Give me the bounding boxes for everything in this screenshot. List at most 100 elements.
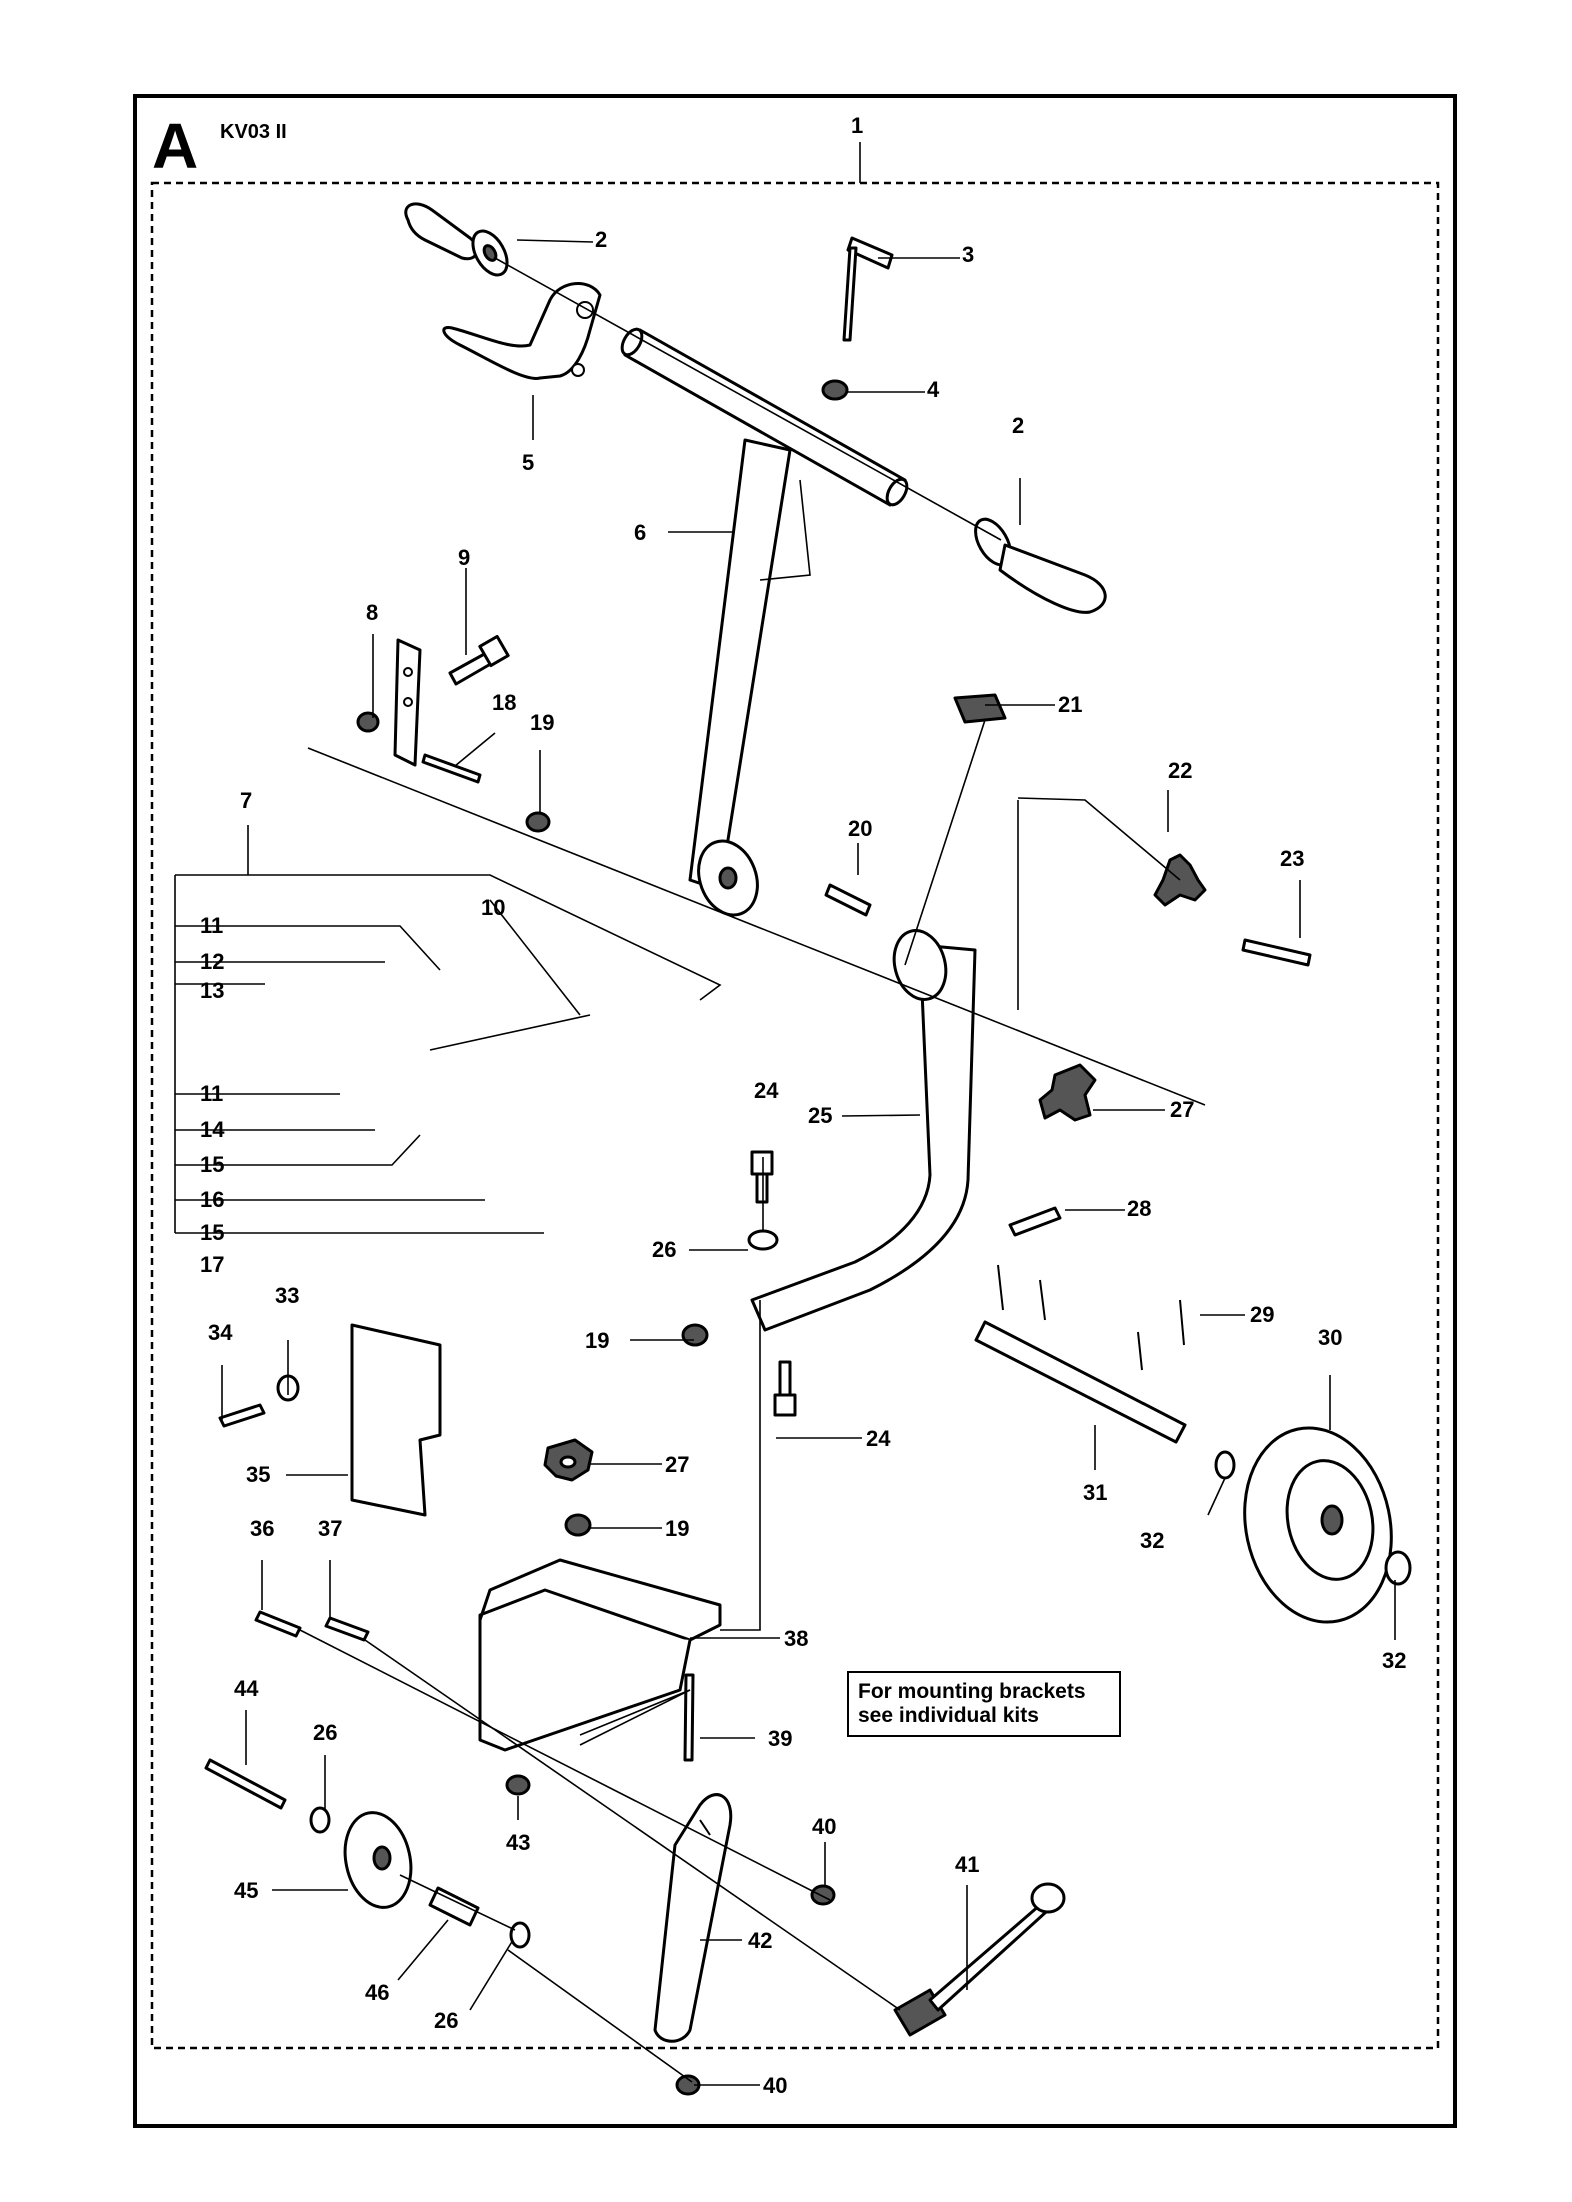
arm-42-part: [653, 1793, 733, 2043]
callout-2-left: 2: [595, 227, 607, 252]
nut-19-upper-part: [525, 811, 551, 833]
callout-26-top: 26: [652, 1237, 676, 1262]
callout-26-left: 26: [313, 1720, 337, 1745]
callout-46: 46: [365, 1980, 389, 2005]
callout-15-bottom: 15: [200, 1220, 224, 1245]
callout-21: 21: [1058, 692, 1082, 717]
nut-19-lower-part: [564, 1513, 592, 1537]
wheel-30-part: [1243, 1426, 1393, 1624]
callout-9: 9: [458, 545, 470, 570]
callout-25: 25: [808, 1103, 832, 1128]
callout-37: 37: [318, 1516, 342, 1541]
washer-26-left-part: [309, 1806, 331, 1834]
callout-labels: 1 2 3 4 2 5 6 9 8 18 19 21 22 7 20 23 10…: [200, 113, 1406, 2098]
bolt-34-part: [218, 1403, 266, 1428]
wheel-45-part: [343, 1811, 413, 1909]
callout-32-outer: 32: [1382, 1648, 1406, 1673]
callout-23: 23: [1280, 846, 1304, 871]
callout-10: 10: [481, 895, 505, 920]
callout-19-mid: 19: [585, 1328, 609, 1353]
callout-8: 8: [366, 600, 378, 625]
callout-18: 18: [492, 690, 516, 715]
spacer-46-part: [428, 1886, 480, 1927]
spring-20-part: [824, 883, 872, 917]
callout-20: 20: [848, 816, 872, 841]
knob-27-right-part: [1038, 1063, 1097, 1122]
callout-4: 4: [927, 377, 940, 402]
t-pin-part: [821, 236, 894, 401]
t-handle-tube-part: [620, 327, 909, 507]
callout-40-lower: 40: [763, 2073, 787, 2098]
callout-17: 17: [200, 1252, 224, 1277]
callout-36: 36: [250, 1516, 274, 1541]
callout-30: 30: [1318, 1325, 1342, 1350]
washer-32-inner-part: [1214, 1450, 1236, 1480]
callout-24-top: 24: [754, 1078, 779, 1103]
bracket-plate-part: [393, 638, 422, 767]
callout-27-right: 27: [1170, 1097, 1194, 1122]
callout-43: 43: [506, 1830, 530, 1855]
nut-19-mid-part: [681, 1323, 709, 1347]
callout-12: 12: [200, 949, 224, 974]
fork-bracket-part: [750, 929, 977, 1332]
callout-31: 31: [1083, 1480, 1107, 1505]
callout-16: 16: [200, 1187, 224, 1212]
callout-34: 34: [208, 1320, 233, 1345]
leader-lines: [174, 239, 1396, 2086]
washer-32-outer-part: [1384, 1550, 1412, 1586]
bolt-9-part: [448, 634, 510, 686]
nut-40-upper-part: [810, 1884, 836, 1906]
cotter-pins-29-part: [997, 1264, 1185, 1371]
callout-7: 7: [240, 788, 252, 813]
callout-2-right: 2: [1012, 413, 1024, 438]
callout-1: 1: [851, 113, 863, 138]
callout-3: 3: [962, 242, 974, 267]
callout-11-bottom: 11: [200, 1081, 223, 1106]
callout-33: 33: [275, 1283, 299, 1308]
axle-31-part: [974, 1320, 1187, 1444]
upper-handle-bar-part: [688, 438, 792, 917]
callout-15-top: 15: [200, 1152, 224, 1177]
knob-27-lower-part: [543, 1438, 594, 1482]
bolt-23-part: [1241, 938, 1312, 967]
callout-35: 35: [246, 1462, 270, 1487]
right-grip-part: [974, 517, 1107, 614]
callout-27-lower: 27: [665, 1452, 689, 1477]
bolt-36-part: [254, 1610, 302, 1638]
callout-6: 6: [634, 520, 646, 545]
section-letter: A: [152, 110, 198, 182]
callout-11-top: 11: [200, 913, 223, 938]
callout-45: 45: [234, 1878, 258, 1903]
callout-5: 5: [522, 450, 534, 475]
bolt-44-part: [204, 1758, 287, 1810]
bolt-37-part: [324, 1616, 370, 1642]
callout-22: 22: [1168, 758, 1192, 783]
bolt-28-part: [1008, 1206, 1062, 1237]
bolt-24-lower-part: [773, 1360, 797, 1417]
washer-26-upper-part: [747, 1229, 779, 1251]
callout-26-bottom: 26: [434, 2008, 458, 2033]
base-plate-38-part: [478, 1558, 722, 1752]
callout-29: 29: [1250, 1302, 1274, 1327]
washer-26-lower-part: [509, 1921, 531, 1949]
callout-32-inner: 32: [1140, 1528, 1164, 1553]
callout-40-upper: 40: [812, 1814, 836, 1839]
cap-21-part: [953, 693, 1007, 724]
callout-28: 28: [1127, 1196, 1151, 1221]
nut-8-part: [356, 711, 380, 733]
bolt-24-upper-part: [750, 1150, 774, 1204]
mounting-note-box: For mounting brackets see individual kit…: [847, 1671, 1121, 1737]
callout-14: 14: [200, 1117, 225, 1142]
threaded-rod-18-part: [421, 753, 482, 784]
bolt-39-part: [683, 1673, 695, 1762]
assembly-boundary: [150, 181, 1440, 2050]
lever-41-part: [893, 1882, 1066, 2037]
callout-24-bottom: 24: [866, 1426, 891, 1451]
guard-plate-35-part: [350, 1323, 442, 1517]
callout-42: 42: [748, 1928, 772, 1953]
note-line-1: For mounting brackets: [858, 1680, 1086, 1703]
callout-38: 38: [784, 1626, 808, 1651]
note-line-2: see individual kits: [858, 1704, 1039, 1727]
left-grip-part: [404, 202, 509, 277]
